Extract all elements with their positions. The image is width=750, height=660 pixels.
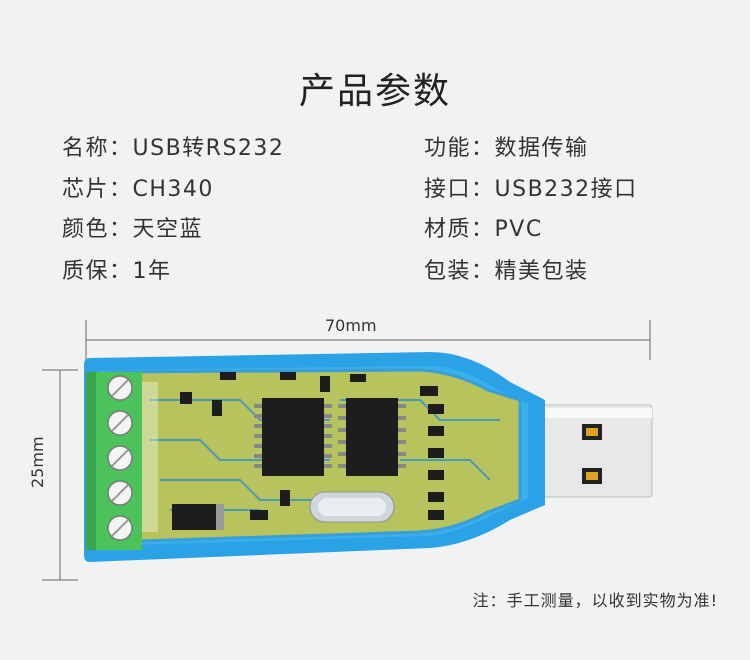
transparent-latch [142, 382, 158, 532]
chip-rs232-transceiver [338, 398, 406, 476]
spec-name: 名称：USB转RS232 [62, 136, 285, 161]
spec-material: 材质：PVC [424, 217, 543, 242]
usb-plug [529, 404, 653, 498]
width-dimension-line [42, 369, 78, 581]
length-dimension-line [85, 320, 651, 360]
measurement-note: 注：手工测量，以收到实物为准! [472, 591, 718, 610]
chip-ch340 [254, 398, 332, 476]
page-title: 产品参数 [298, 71, 451, 112]
spec-color: 颜色：天空蓝 [62, 217, 204, 242]
spec-warranty: 质保：1年 [62, 259, 172, 284]
spec-chip: 芯片：CH340 [62, 177, 214, 202]
diode-d1 [172, 504, 224, 530]
crystal-oscillator [309, 491, 395, 523]
length-label: 70mm [325, 316, 377, 335]
smd-components [180, 372, 444, 520]
usb-rs232-adapter-image [42, 320, 653, 581]
spec-packaging: 包装：精美包装 [424, 259, 589, 284]
spec-interface: 接口：USB232接口 [424, 177, 638, 202]
terminal-block [86, 372, 142, 550]
spec-function: 功能：数据传输 [424, 136, 589, 161]
